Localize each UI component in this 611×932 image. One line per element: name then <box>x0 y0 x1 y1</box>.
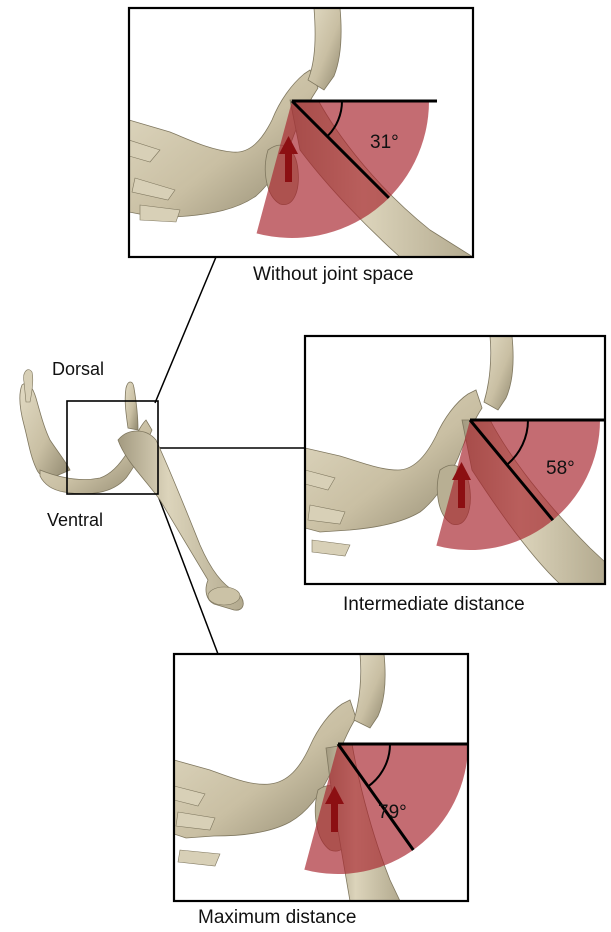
caption-top: Without joint space <box>253 264 414 286</box>
dorsal-label: Dorsal <box>52 359 104 380</box>
angle-label-middle: 58° <box>546 458 575 479</box>
ventral-label: Ventral <box>47 510 103 531</box>
angle-label-top: 31° <box>370 132 399 153</box>
caption-middle: Intermediate distance <box>343 594 525 616</box>
angle-label-bottom: 79° <box>378 802 407 823</box>
panel-middle: 58° <box>305 336 611 584</box>
connector-top <box>155 257 216 403</box>
caption-bottom: Maximum distance <box>198 907 356 929</box>
overview-specimen <box>20 370 243 611</box>
right-process <box>125 382 138 430</box>
panel-bottom: 79° <box>174 654 488 901</box>
long-bone-shaft <box>118 431 243 610</box>
panel-top: 31° <box>129 8 473 257</box>
